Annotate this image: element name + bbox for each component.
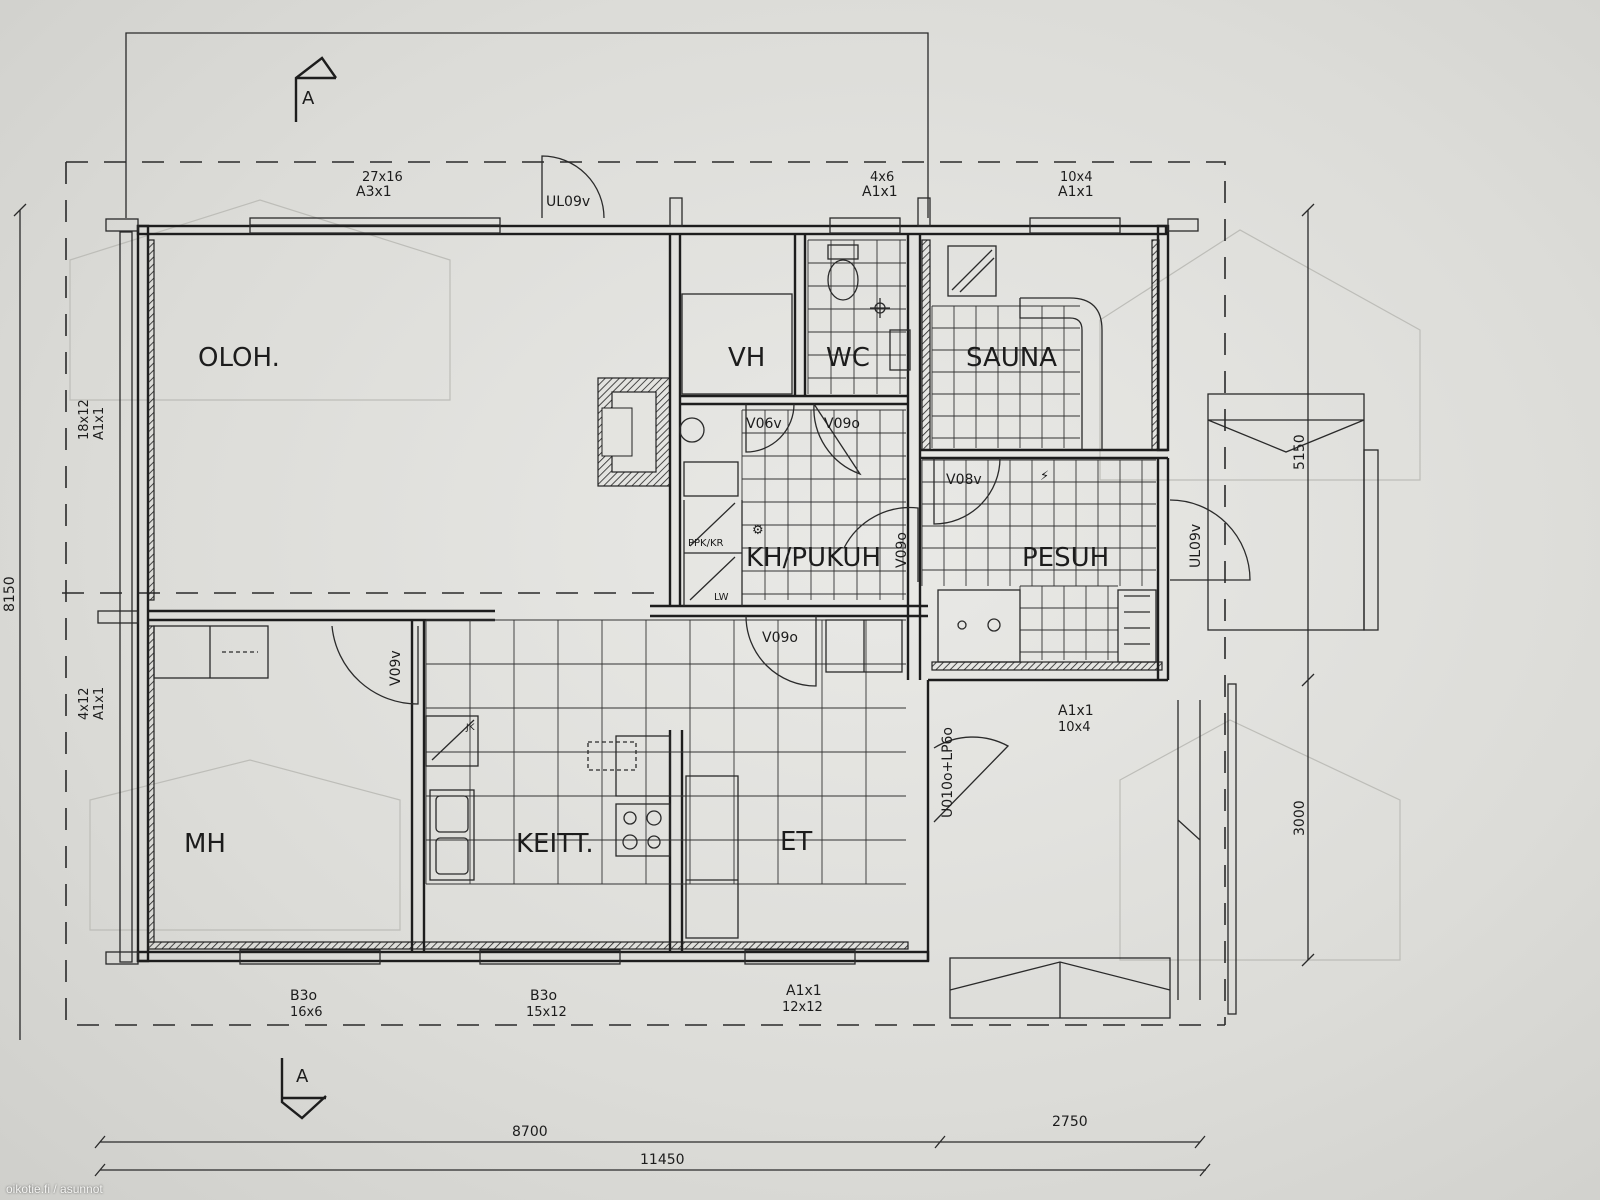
watermark: oikotie.fi / asunnot bbox=[6, 1182, 103, 1196]
window-label-bottom-3-code: A1x1 bbox=[786, 983, 822, 999]
door-label-v06v: V06v bbox=[746, 416, 782, 432]
top-windows bbox=[249, 217, 1121, 234]
dimension-lines bbox=[13, 203, 1315, 1177]
toilet-icon bbox=[827, 244, 859, 301]
background-elevation-ghost bbox=[69, 199, 1421, 961]
window-label-top-mid-code: A1x1 bbox=[862, 184, 898, 200]
door-label-v09o-b: V09o bbox=[894, 532, 910, 568]
door-label-ul09v-top: UL09v bbox=[546, 194, 590, 210]
room-label-oloh: OLOH. bbox=[198, 343, 280, 373]
window-label-bottom-2-size: 15x12 bbox=[526, 1005, 567, 1020]
shower-head-icon bbox=[870, 298, 890, 318]
sauna-stove bbox=[947, 245, 997, 297]
kitchen-island bbox=[587, 735, 671, 797]
jk-fridge bbox=[425, 715, 479, 767]
dimension-3000: 3000 bbox=[1292, 800, 1308, 836]
ppk-kr-label: PPK/KR bbox=[688, 538, 724, 549]
door-swings bbox=[331, 155, 1251, 823]
door-label-v09o-a: V09o bbox=[824, 416, 860, 432]
dimension-8700: 8700 bbox=[512, 1124, 548, 1140]
room-label-mh: MH bbox=[184, 829, 226, 859]
svg-text:A: A bbox=[302, 88, 315, 109]
dimension-11450: 11450 bbox=[640, 1152, 685, 1168]
et-wardrobe bbox=[685, 619, 903, 939]
window-label-bottom-1-code: B3o bbox=[290, 988, 317, 1004]
interior-walls bbox=[148, 234, 1170, 952]
window-label-entry-code: A1x1 bbox=[1058, 703, 1094, 719]
window-label-left-upper: 18x12A1x1 bbox=[77, 399, 107, 440]
window-label-bottom-3-size: 12x12 bbox=[782, 1000, 823, 1015]
bottom-window-1 bbox=[239, 949, 381, 965]
room-label-et: ET bbox=[780, 827, 812, 857]
window-label-left-lower: 4x12A1x1 bbox=[77, 687, 107, 720]
window-label-top-left-size: 27x16 bbox=[362, 170, 403, 185]
oloh-left-hatch bbox=[147, 239, 155, 601]
roof-overhang-dashed bbox=[62, 161, 1226, 1026]
kitchen-sink bbox=[429, 789, 475, 881]
fireplace bbox=[597, 377, 671, 487]
lw-label: LW bbox=[714, 592, 729, 603]
window-label-top-right-size: 10x4 bbox=[1060, 170, 1093, 185]
door-label-ul09v-right: UL09v bbox=[1188, 524, 1204, 568]
entry-steps bbox=[949, 683, 1237, 1019]
floor-drain-icon bbox=[679, 417, 705, 443]
shower-mixer-icon: ⚡ bbox=[1040, 469, 1049, 484]
window-label-top-left-code: A3x1 bbox=[356, 184, 392, 200]
sauna-wall-right bbox=[1151, 239, 1160, 451]
room-label-pesuh: PESUH bbox=[1022, 543, 1109, 573]
kh-mixer-icon: ⚙ bbox=[752, 523, 764, 538]
terrace-outline bbox=[125, 32, 929, 218]
sauna-wall-left bbox=[921, 239, 931, 451]
pesuh-wall bbox=[931, 661, 1163, 671]
door-label-v09o-c: V09o bbox=[762, 630, 798, 646]
room-label-keitt: KEITT. bbox=[516, 829, 594, 859]
mh-wardrobe bbox=[153, 625, 269, 679]
window-label-bottom-1-size: 16x6 bbox=[290, 1005, 323, 1020]
kitchen-bottom-hatch bbox=[147, 941, 909, 950]
dimension-8150: 8150 bbox=[2, 576, 18, 612]
dimension-2750: 2750 bbox=[1052, 1114, 1088, 1130]
exterior-walls bbox=[97, 197, 1199, 965]
window-label-bottom-2-code: B3o bbox=[530, 988, 557, 1004]
window-label-top-right-code: A1x1 bbox=[1058, 184, 1094, 200]
door-label-v08v: V08v bbox=[946, 472, 982, 488]
section-marker-bottom: A bbox=[280, 1058, 327, 1120]
bottom-window-2 bbox=[479, 949, 621, 965]
door-label-v09v: V09v bbox=[388, 650, 404, 686]
ppk-kr-column bbox=[683, 500, 743, 606]
pesuh-fixtures bbox=[937, 589, 1157, 663]
tiles-pesuh bbox=[921, 459, 1156, 660]
vh-shelf bbox=[681, 293, 793, 395]
kitchen-stove bbox=[615, 803, 671, 857]
mh-left-hatch bbox=[147, 625, 155, 943]
jk-label: JK bbox=[465, 723, 476, 733]
bottom-window-3 bbox=[744, 949, 856, 965]
section-marker-top: A bbox=[294, 56, 337, 122]
sauna-bench bbox=[1019, 297, 1103, 450]
dimension-5150: 5150 bbox=[1292, 434, 1308, 470]
door-label-u010o: U010o+LP6o bbox=[940, 727, 956, 818]
tiles-kh-wc bbox=[741, 239, 906, 600]
window-label-top-mid-size: 4x6 bbox=[870, 170, 894, 185]
svg-text:A: A bbox=[296, 1066, 309, 1087]
tiles-sauna bbox=[931, 305, 1080, 448]
room-label-vh: VH bbox=[728, 343, 765, 373]
wc-sink bbox=[889, 329, 911, 371]
room-label-sauna: SAUNA bbox=[966, 343, 1057, 373]
porch bbox=[1207, 393, 1379, 631]
tiles-kitchen bbox=[425, 619, 906, 885]
room-label-wc: WC bbox=[826, 343, 870, 373]
room-label-kh-pukuh: KH/PUKUH bbox=[746, 543, 881, 573]
kh-cabinet bbox=[683, 461, 739, 497]
window-label-entry-size: 10x4 bbox=[1058, 720, 1091, 735]
